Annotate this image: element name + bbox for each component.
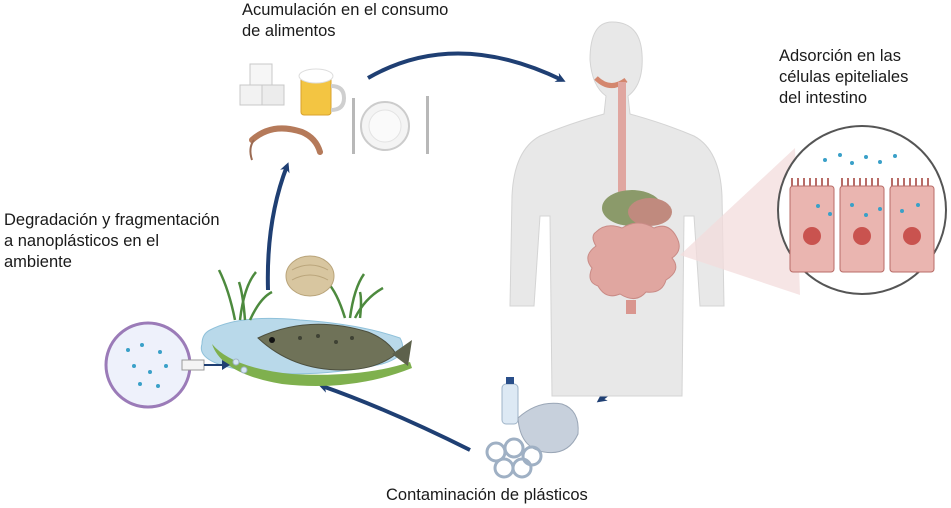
digestive-system-icon xyxy=(587,76,680,314)
label-intestinal-adsorption: Adsorción en las células epiteliales del… xyxy=(779,47,909,107)
label-degradation: Degradación y fragmentación a nanoplásti… xyxy=(4,211,220,271)
cycle-arrow-icon xyxy=(367,51,566,82)
epithelial-cells-zoom-icon xyxy=(680,125,947,295)
shell-icon xyxy=(285,255,335,297)
cycle-arrow-icon xyxy=(318,383,471,452)
cycle-arrow-icon xyxy=(265,162,290,291)
plastic-waste-icon xyxy=(485,377,579,479)
label-plastic-contamination: Contaminación de plásticos xyxy=(386,486,588,504)
plate-cutlery-icon xyxy=(352,96,429,154)
petri-dish-icon xyxy=(104,321,248,409)
label-food-consumption: Acumulación en el consumo de alimentos xyxy=(242,1,449,40)
sugar-cubes-icon xyxy=(239,63,285,106)
fish-icon xyxy=(257,323,412,371)
grass-icon xyxy=(217,269,384,321)
shrimp-icon xyxy=(249,125,323,161)
beer-mug-icon xyxy=(298,68,347,116)
